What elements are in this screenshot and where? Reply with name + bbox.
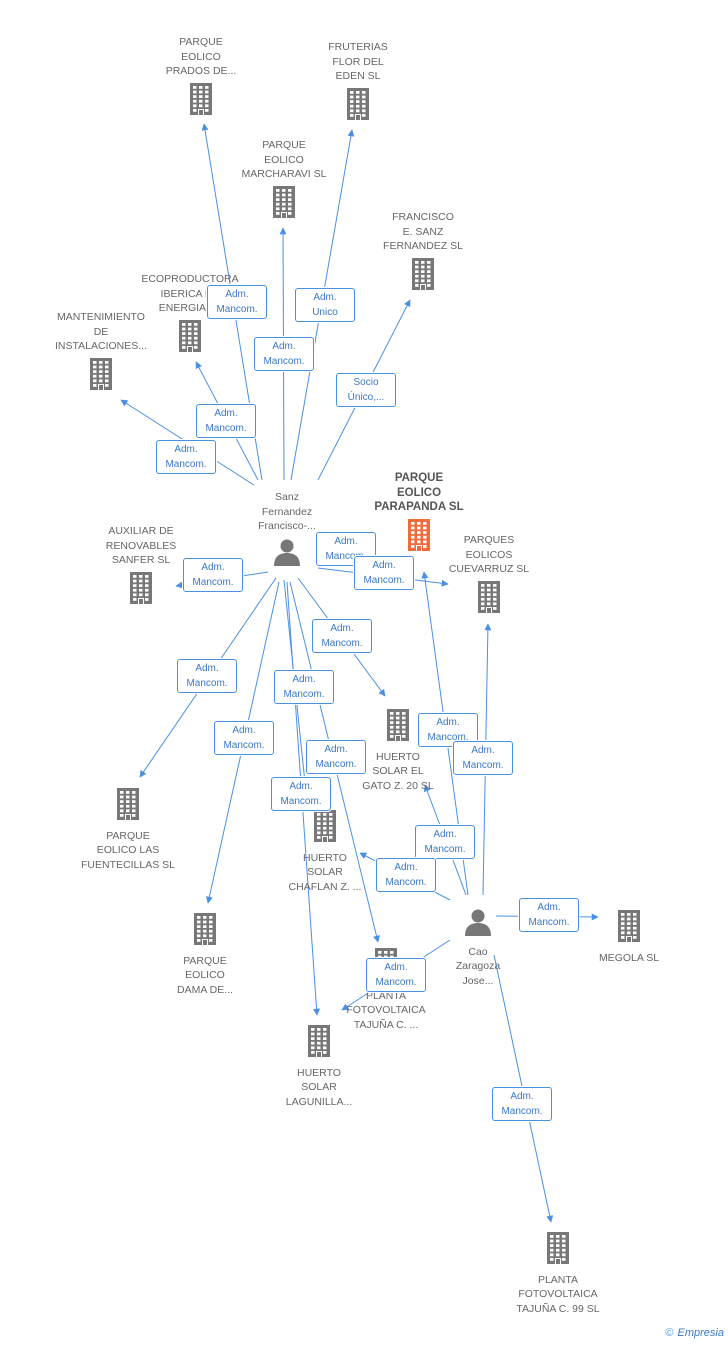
company-node-gato[interactable]: HUERTO SOLAR EL GATO Z. 20 SL (328, 705, 468, 793)
node-label: PLANTA FOTOVOLTAICA TAJUÑA C. 99 SL (516, 1273, 600, 1315)
relation-badge-sanz-to-fruterias[interactable]: Adm. Unico (295, 288, 355, 322)
building-icon (488, 1231, 628, 1270)
node-label: HUERTO SOLAR CHAFLAN Z. ... (288, 851, 362, 893)
relation-badge-cao-to-chaflan[interactable]: Adm. Mancom. (376, 858, 436, 892)
person-node-sanz[interactable]: Sanz Fernandez Francisco-... (217, 490, 357, 574)
relation-badge-cao-to-cuevarruz[interactable]: Adm. Mancom. (453, 741, 513, 775)
node-label: FRANCISCO E. SANZ FERNANDEZ SL (383, 211, 463, 252)
relation-badge-sanz-to-marcharavi[interactable]: Adm. Mancom. (254, 337, 314, 371)
company-node-lagunilla[interactable]: HUERTO SOLAR LAGUNILLA... (249, 1021, 389, 1109)
person-node-cao[interactable]: Cao Zaragoza Jose... (408, 904, 548, 988)
node-label: Cao Zaragoza Jose... (455, 945, 501, 987)
relation-badge-sanz-to-parapanda[interactable]: Adm. Mancom. (316, 532, 376, 566)
person-icon (217, 537, 357, 572)
company-node-megola[interactable]: MEGOLA SL (559, 906, 699, 965)
company-node-cuevarruz[interactable]: PARQUES EOLICOS CUEVARRUZ SL (419, 533, 559, 621)
relation-badge-sanz-to-planta_tajuna[interactable]: Adm. Mancom. (306, 740, 366, 774)
relation-badge-sanz-to-auxiliar[interactable]: Adm. Mancom. (183, 558, 243, 592)
node-label: FRUTERIAS FLOR DEL EDEN SL (328, 41, 388, 82)
company-node-auxiliar[interactable]: AUXILIAR DE RENOVABLES SANFER SL (71, 524, 211, 612)
brand-watermark: ©Empresia (665, 1327, 724, 1339)
building-icon (288, 87, 428, 126)
company-node-marcharavi[interactable]: PARQUE EOLICO MARCHARAVI SL (214, 138, 354, 226)
person-icon (408, 907, 548, 942)
company-node-francisco[interactable]: FRANCISCO E. SANZ FERNANDEZ SL (353, 210, 493, 298)
company-node-planta99[interactable]: PLANTA FOTOVOLTAICA TAJUÑA C. 99 SL (488, 1228, 628, 1316)
company-node-chaflan[interactable]: HUERTO SOLAR CHAFLAN Z. ... (255, 806, 395, 894)
node-label: MEGOLA SL (598, 951, 660, 964)
brand-name: Empresia (677, 1327, 724, 1339)
relation-badge-sanz-to-mantenimiento[interactable]: Adm. Mancom. (156, 440, 216, 474)
relation-badge-cao-to-planta99[interactable]: Adm. Mancom. (492, 1087, 552, 1121)
relation-badge-sanz-to-cuevarruz[interactable]: Adm. Mancom. (354, 556, 414, 590)
node-label: PARQUE EOLICO PARAPANDA SL (374, 472, 464, 513)
relation-badge-sanz-to-fuentecillas[interactable]: Adm. Mancom. (177, 659, 237, 693)
node-label: PARQUE EOLICO PRADOS DE... (165, 36, 237, 77)
building-icon (353, 257, 493, 296)
company-node-fuentecillas[interactable]: PARQUE EOLICO LAS FUENTECILLAS SL (58, 784, 198, 872)
building-icon (71, 571, 211, 610)
building-icon (214, 185, 354, 224)
building-icon (135, 912, 275, 951)
relation-badge-sanz-to-gato[interactable]: Adm. Mancom. (312, 619, 372, 653)
building-icon (559, 909, 699, 948)
node-label: PARQUE EOLICO LAS FUENTECILLAS SL (81, 829, 175, 871)
building-icon (58, 787, 198, 826)
building-icon (131, 82, 271, 121)
node-label: MANTENIMIENTO DE INSTALACIONES... (55, 311, 147, 352)
relation-badge-sanz-to-lagunilla[interactable]: Adm. Mancom. (271, 777, 331, 811)
relation-badge-sanz-to-chaflan[interactable]: Adm. Mancom. (274, 670, 334, 704)
relation-badge-sanz-to-francisco[interactable]: Socio Único,... (336, 373, 396, 407)
relation-badge-cao-to-gato[interactable]: Adm. Mancom. (415, 825, 475, 859)
building-icon (328, 708, 468, 747)
node-label: Sanz Fernandez Francisco-... (258, 491, 316, 532)
building-icon (120, 319, 260, 358)
building-icon (349, 518, 489, 557)
relation-badge-cao-to-lagunilla[interactable]: Adm. Mancom. (366, 958, 426, 992)
building-icon (419, 580, 559, 619)
building-icon (255, 809, 395, 848)
relation-badge-sanz-to-prados[interactable]: Adm. Mancom. (207, 285, 267, 319)
building-icon (31, 357, 171, 396)
node-label: PARQUES EOLICOS CUEVARRUZ SL (448, 534, 530, 575)
node-label: HUERTO SOLAR EL GATO Z. 20 SL (362, 750, 434, 792)
company-node-dama[interactable]: PARQUE EOLICO DAMA DE... (135, 909, 275, 997)
company-node-parapanda[interactable]: PARQUE EOLICO PARAPANDA SL (349, 471, 489, 559)
node-label: PARQUE EOLICO DAMA DE... (176, 954, 233, 996)
company-node-fruterias[interactable]: FRUTERIAS FLOR DEL EDEN SL (288, 40, 428, 128)
node-label: AUXILIAR DE RENOVABLES SANFER SL (105, 525, 177, 566)
copyright-icon: © (665, 1327, 674, 1339)
relation-badge-sanz-to-ecoproductora[interactable]: Adm. Mancom. (196, 404, 256, 438)
node-label: PLANTA FOTOVOLTAICA TAJUÑA C. ... (346, 989, 426, 1031)
node-label: HUERTO SOLAR LAGUNILLA... (285, 1066, 353, 1108)
company-node-prados[interactable]: PARQUE EOLICO PRADOS DE... (131, 35, 271, 123)
relation-badge-sanz-to-dama[interactable]: Adm. Mancom. (214, 721, 274, 755)
company-node-mantenimiento[interactable]: MANTENIMIENTO DE INSTALACIONES... (31, 310, 171, 398)
node-label: PARQUE EOLICO MARCHARAVI SL (241, 139, 327, 180)
relation-badge-cao-to-megola[interactable]: Adm. Mancom. (519, 898, 579, 932)
building-icon (249, 1024, 389, 1063)
